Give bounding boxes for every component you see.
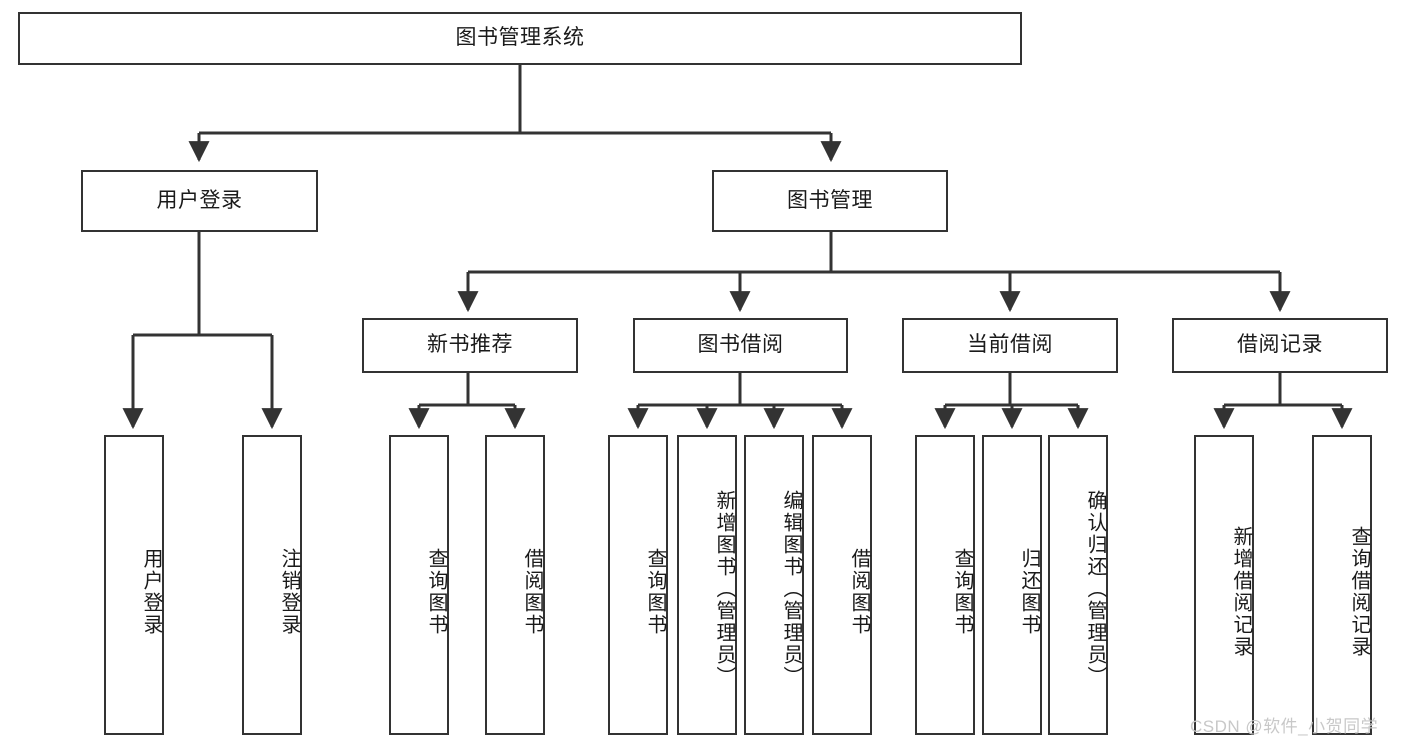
node-book-management[interactable]: 图书管理: [712, 170, 948, 232]
csdn-watermark: CSDN @软件_小贺同学: [1190, 717, 1379, 736]
node-label: 借阅图书: [521, 548, 543, 636]
leaf-add-book[interactable]: 新增图书（管理员）: [677, 435, 737, 735]
leaf-confirm-return[interactable]: 确认归还（管理员）: [1048, 435, 1108, 735]
node-new-book-recommend[interactable]: 新书推荐: [362, 318, 578, 373]
leaf-query-book-borrow[interactable]: 查询图书: [608, 435, 668, 735]
node-label: 借阅图书: [848, 548, 870, 636]
node-label: 图书管理: [787, 188, 873, 212]
node-label: 确认归还（管理员）: [1084, 490, 1106, 688]
node-label: 用户登录: [140, 548, 162, 636]
node-label: 用户登录: [156, 188, 243, 212]
node-book-borrow[interactable]: 图书借阅: [633, 318, 848, 373]
node-label: 查询图书: [425, 548, 447, 636]
node-label: 图书管理系统: [455, 26, 585, 50]
node-label: 查询图书: [951, 548, 973, 636]
leaf-borrow-book[interactable]: 借阅图书: [812, 435, 872, 735]
node-label: 借阅记录: [1237, 333, 1323, 357]
leaf-user-login[interactable]: 用户登录: [104, 435, 164, 735]
node-label: 查询图书: [644, 548, 666, 636]
node-borrow-record[interactable]: 借阅记录: [1172, 318, 1388, 373]
node-label: 新增图书（管理员）: [713, 490, 735, 688]
node-label: 查询借阅记录: [1348, 526, 1370, 658]
node-label: 新书推荐: [427, 333, 513, 357]
node-label: 归还图书: [1018, 548, 1040, 636]
node-user-login[interactable]: 用户登录: [81, 170, 318, 232]
node-label: 注销登录: [278, 548, 300, 636]
leaf-query-borrow-record[interactable]: 查询借阅记录: [1312, 435, 1372, 735]
leaf-borrow-book-recommend[interactable]: 借阅图书: [485, 435, 545, 735]
node-label: 图书借阅: [697, 333, 784, 357]
node-label: 编辑图书（管理员）: [780, 490, 802, 688]
leaf-query-book-recommend[interactable]: 查询图书: [389, 435, 449, 735]
node-label: 当前借阅: [967, 333, 1053, 357]
leaf-edit-book[interactable]: 编辑图书（管理员）: [744, 435, 804, 735]
node-root-book-management-system[interactable]: 图书管理系统: [18, 12, 1022, 65]
node-label: 新增借阅记录: [1230, 526, 1252, 658]
leaf-return-book[interactable]: 归还图书: [982, 435, 1042, 735]
leaf-query-book-current[interactable]: 查询图书: [915, 435, 975, 735]
leaf-add-borrow-record[interactable]: 新增借阅记录: [1194, 435, 1254, 735]
node-current-borrow[interactable]: 当前借阅: [902, 318, 1118, 373]
leaf-logout[interactable]: 注销登录: [242, 435, 302, 735]
